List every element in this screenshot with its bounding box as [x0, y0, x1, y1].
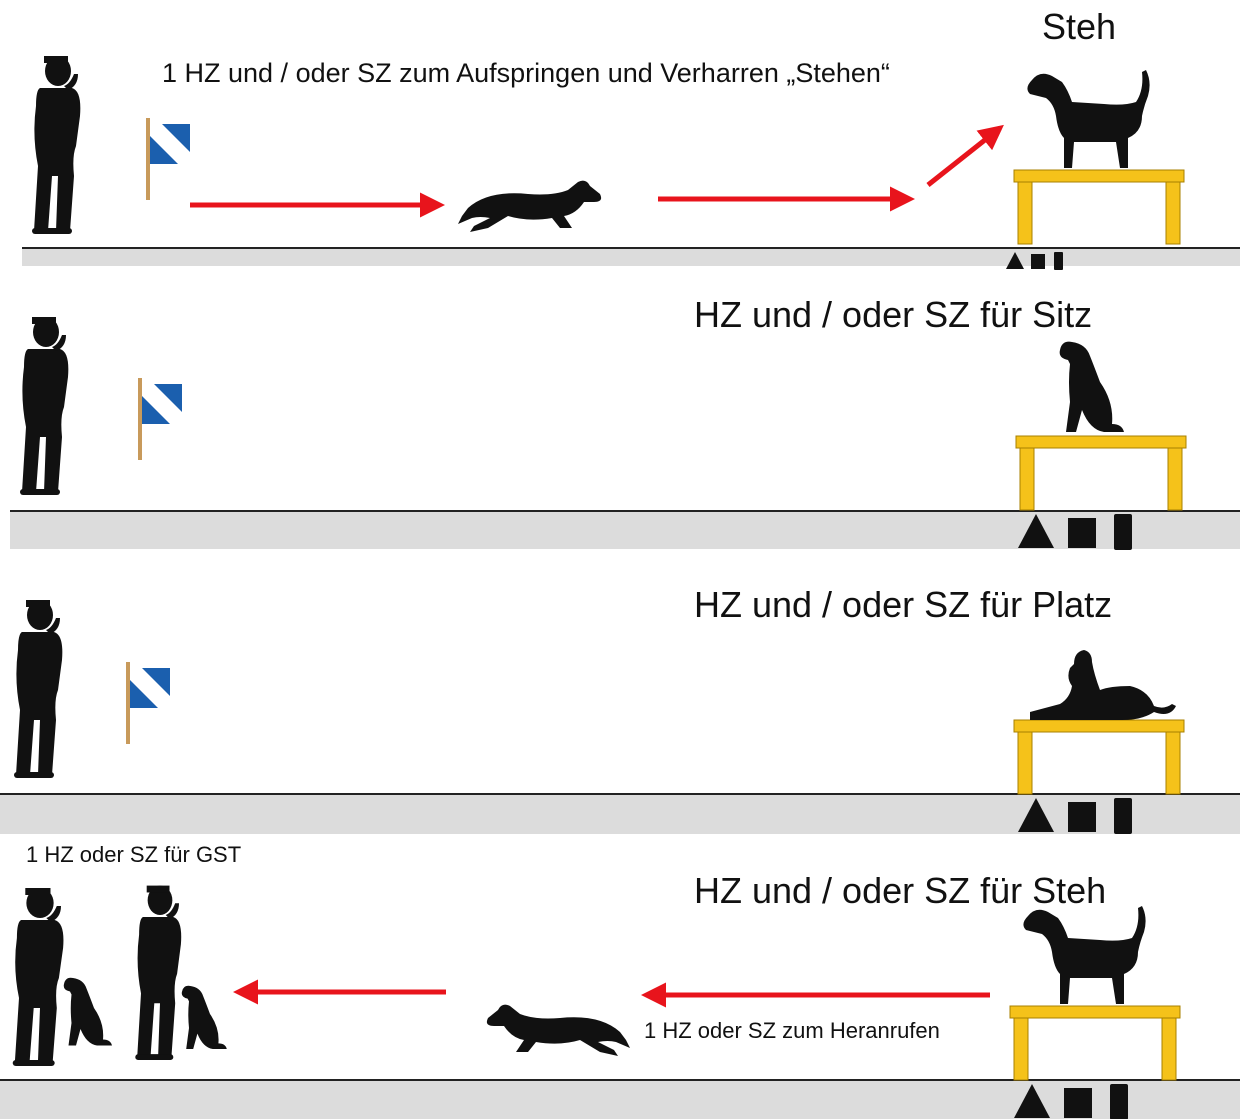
panel-title: HZ und / oder SZ für Sitz — [694, 294, 1093, 335]
panel-platz — [0, 600, 1240, 834]
panel-sitz — [10, 317, 1240, 550]
ground-strip — [0, 1080, 1240, 1119]
recall-label: 1 HZ oder SZ zum Heranrufen — [644, 1018, 940, 1043]
panel-steh-recall — [0, 885, 1240, 1119]
handler-silhouette-icon — [32, 56, 81, 234]
panel-title: Steh — [1042, 6, 1117, 47]
shape-markers — [1014, 1084, 1128, 1119]
instruction-label: 1 HZ und / oder SZ zum Aufspringen und V… — [162, 58, 890, 88]
shape-markers — [1006, 252, 1063, 270]
sitting-dog-icon — [63, 977, 112, 1046]
sitting-dog-icon — [181, 985, 227, 1049]
handler-with-dog-group — [12, 885, 227, 1066]
panel-title: HZ und / oder SZ für Platz — [694, 584, 1113, 625]
table-icon — [1013, 719, 1185, 795]
panel-steh-jump — [22, 56, 1240, 270]
shape-markers — [1018, 798, 1132, 834]
ground-strip — [0, 794, 1240, 834]
handler-silhouette-icon — [135, 885, 182, 1061]
standing-dog-icon — [1023, 906, 1146, 1004]
running-dog-icon — [486, 1004, 630, 1056]
lying-dog-icon — [1030, 650, 1176, 720]
ground-strip — [22, 248, 1240, 266]
flag-icon — [126, 662, 170, 744]
sitting-dog-icon — [1059, 341, 1124, 432]
table-icon — [1015, 435, 1187, 511]
gst-label: 1 HZ oder SZ für GST — [26, 842, 242, 867]
shape-markers — [1018, 514, 1132, 550]
table-icon — [1009, 1005, 1181, 1081]
flag-icon — [138, 378, 182, 460]
arrow-icon — [926, 124, 1004, 187]
panel-title: HZ und / oder SZ für Steh — [694, 870, 1107, 911]
running-dog-icon — [458, 180, 602, 232]
standing-dog-icon — [1027, 70, 1150, 168]
ground-strip — [10, 511, 1240, 549]
handler-silhouette-icon — [14, 600, 63, 778]
handler-silhouette-icon — [12, 888, 64, 1066]
handler-silhouette-icon — [20, 317, 69, 495]
table-icon — [1013, 169, 1185, 245]
flag-icon — [146, 118, 190, 200]
